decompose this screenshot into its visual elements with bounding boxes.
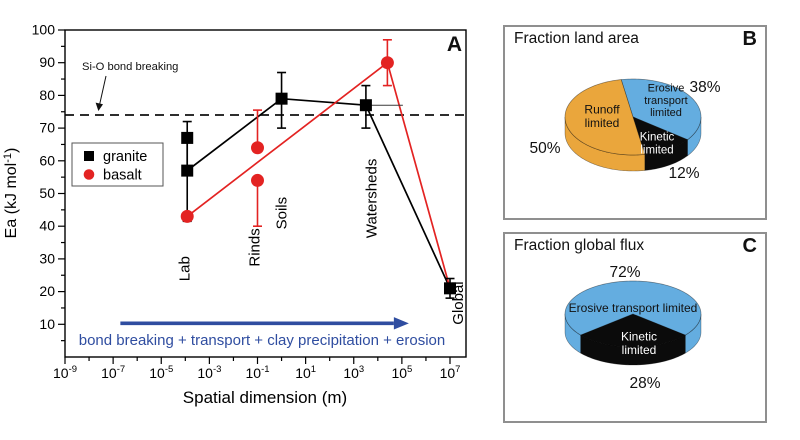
category-label-watersheds: Watersheds bbox=[364, 159, 381, 238]
granite-point bbox=[181, 131, 194, 144]
x-tick-label: 10-7 bbox=[101, 364, 125, 381]
pie-slice-top bbox=[632, 116, 689, 155]
legend-granite-label: granite bbox=[103, 149, 147, 165]
granite-point bbox=[444, 282, 456, 295]
x-tick-label: 10-9 bbox=[53, 364, 77, 381]
pie-slice-label: transport bbox=[644, 95, 687, 107]
y-tick-label: 80 bbox=[39, 87, 55, 103]
x-tick-label: 101 bbox=[295, 364, 316, 381]
x-axis-title: Spatial dimension (m) bbox=[183, 388, 347, 407]
category-label-lab: Lab bbox=[177, 256, 194, 281]
panel-c-title: Fraction global flux bbox=[514, 237, 645, 254]
granite-point bbox=[181, 164, 194, 177]
x-tick-label: 10-3 bbox=[197, 364, 221, 381]
basalt-line bbox=[186, 61, 451, 289]
pie-slice-label: Kinetic bbox=[621, 329, 657, 343]
basalt-point bbox=[380, 56, 394, 70]
category-label-soils: Soils bbox=[273, 197, 290, 230]
fraction-land-area-pie: Erosivetransportlimited38%Kineticlimited… bbox=[529, 78, 721, 182]
panel-c-label: C bbox=[742, 235, 757, 257]
si-o-arrowhead bbox=[95, 102, 103, 111]
pie-slice-top bbox=[579, 313, 687, 348]
legend-basalt-marker bbox=[83, 169, 95, 180]
granite-line bbox=[186, 97, 451, 289]
x-tick-label: 107 bbox=[440, 364, 461, 381]
y-tick-label: 50 bbox=[39, 185, 55, 201]
basalt-point bbox=[251, 173, 264, 187]
category-label-rinds: Rinds bbox=[246, 228, 263, 266]
pie-slice-label: Runoff bbox=[584, 102, 620, 116]
panel-b-label: B bbox=[742, 28, 757, 50]
y-tick-label: 90 bbox=[39, 54, 55, 70]
pie-pct-label: 72% bbox=[609, 264, 640, 281]
legend-granite-marker bbox=[84, 151, 94, 161]
panel-a-label: A bbox=[447, 33, 462, 56]
y-tick-label: 40 bbox=[39, 218, 55, 234]
pie-slice-top bbox=[564, 280, 702, 336]
y-tick-label: 20 bbox=[39, 283, 55, 299]
pie-pct-label: 50% bbox=[529, 140, 560, 157]
granite-point bbox=[275, 92, 288, 105]
basalt-point bbox=[251, 141, 264, 155]
x-tick-label: 105 bbox=[391, 364, 412, 381]
pie-slice-label: Kinetic bbox=[640, 132, 675, 144]
panel-b-title: Fraction land area bbox=[514, 30, 639, 47]
y-tick-label: 10 bbox=[39, 316, 55, 332]
y-tick-label: 70 bbox=[39, 120, 55, 136]
pie-slice-label: limited bbox=[640, 144, 673, 156]
pie-slice-label: Erosive bbox=[648, 83, 685, 95]
pie-pct-label: 28% bbox=[629, 375, 660, 392]
basalt-point bbox=[180, 209, 194, 223]
pie-pct-label: 38% bbox=[689, 79, 720, 96]
si-o-annotation: Si-O bond breaking bbox=[82, 61, 178, 73]
pie-slice-label: limited bbox=[585, 116, 620, 130]
pie-slice-side bbox=[564, 116, 646, 172]
pie-slice-label: Erosive transport limited bbox=[569, 301, 698, 315]
y-tick-label: 30 bbox=[39, 250, 55, 266]
x-tick-label: 10-1 bbox=[245, 364, 269, 381]
pie-slice-label: limited bbox=[650, 107, 682, 119]
granite-point bbox=[359, 99, 372, 112]
y-tick-label: 100 bbox=[32, 22, 56, 38]
y-tick-label: 60 bbox=[39, 152, 55, 168]
x-tick-label: 10-5 bbox=[149, 364, 173, 381]
pie-slice-side bbox=[685, 314, 702, 354]
process-arrow-caption: bond breaking + transport + clay precipi… bbox=[79, 332, 445, 349]
pie-slice-label: limited bbox=[622, 343, 657, 357]
x-tick-label: 103 bbox=[343, 364, 364, 381]
ea-vs-spatial-dimension-chart: Si-O bond breaking bond breaking + transp… bbox=[2, 22, 467, 408]
y-axis-title: Ea (kJ mol-1) bbox=[2, 148, 20, 239]
legend-basalt-label: basalt bbox=[103, 168, 142, 184]
pie-pct-label: 12% bbox=[668, 165, 699, 182]
pie-slice-top bbox=[564, 79, 646, 156]
pie-slice-top bbox=[620, 78, 702, 141]
